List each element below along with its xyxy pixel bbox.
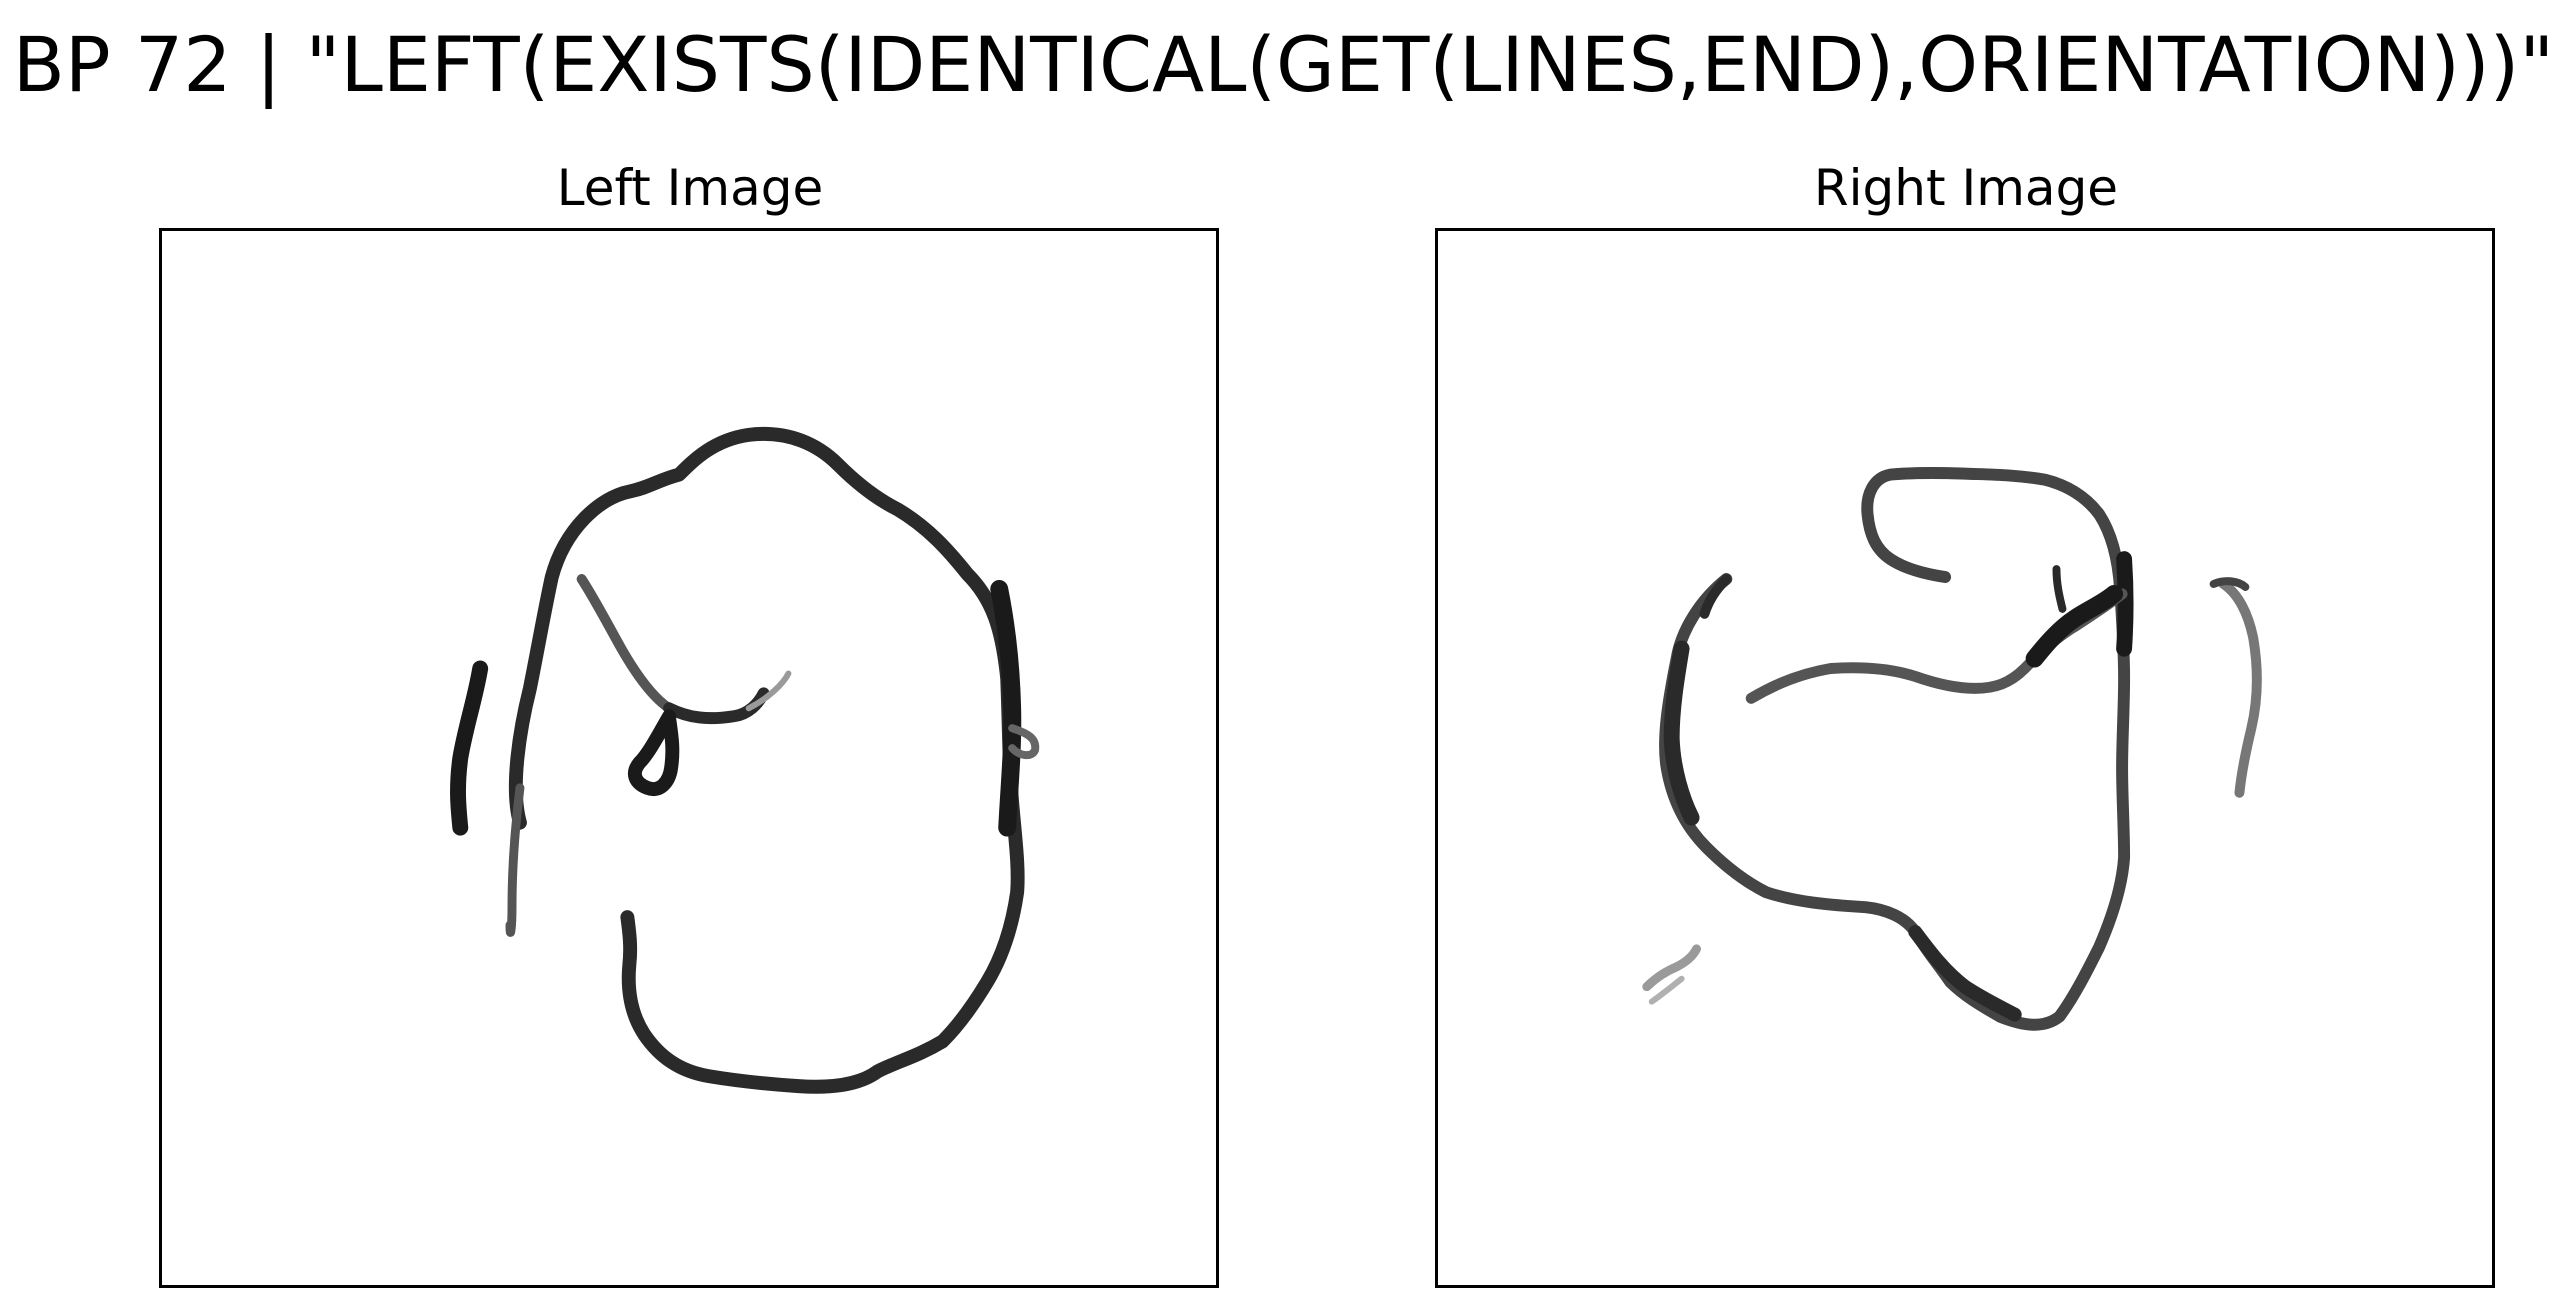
junction-spur-stroke xyxy=(2052,565,2067,613)
junction-blob-stroke xyxy=(2025,584,2124,668)
inner-blob-stroke xyxy=(627,709,680,796)
left-loop-stroke xyxy=(508,427,1025,1094)
main-figure-dark-right xyxy=(2116,551,2134,657)
right-arc-stroke xyxy=(2218,579,2262,798)
figure-title: BP 72 | "LEFT(EXISTS(IDENTICAL(GET(LINES… xyxy=(12,20,2555,109)
bottom-left-scribble xyxy=(1642,944,1702,992)
left-image-panel xyxy=(159,228,1219,1288)
left-loop-dark-segment xyxy=(450,660,489,836)
right-panel-title: Right Image xyxy=(1813,159,2119,217)
right-loop-dark-segment xyxy=(990,580,1022,837)
left-panel-title: Left Image xyxy=(556,159,824,217)
main-figure-stroke xyxy=(1659,467,2131,1031)
inner-diagonal-stroke xyxy=(576,574,675,714)
right-image-drawing xyxy=(1642,467,2262,1031)
bottom-left-scribble-2 xyxy=(1648,975,1685,1005)
left-loop-tail-stroke xyxy=(505,783,525,937)
inner-horizontal-stroke xyxy=(1745,588,2128,704)
left-image-drawing xyxy=(450,427,1040,1094)
right-arc-cap-stroke xyxy=(2209,577,2250,591)
main-figure-dark-left xyxy=(1663,640,1700,826)
right-loop-bump xyxy=(1008,724,1040,759)
inner-spur-stroke xyxy=(745,670,792,712)
left-short-stroke xyxy=(1699,574,1732,619)
main-figure-dark-bottom xyxy=(1908,925,2022,1022)
right-image-panel xyxy=(1435,228,2495,1288)
